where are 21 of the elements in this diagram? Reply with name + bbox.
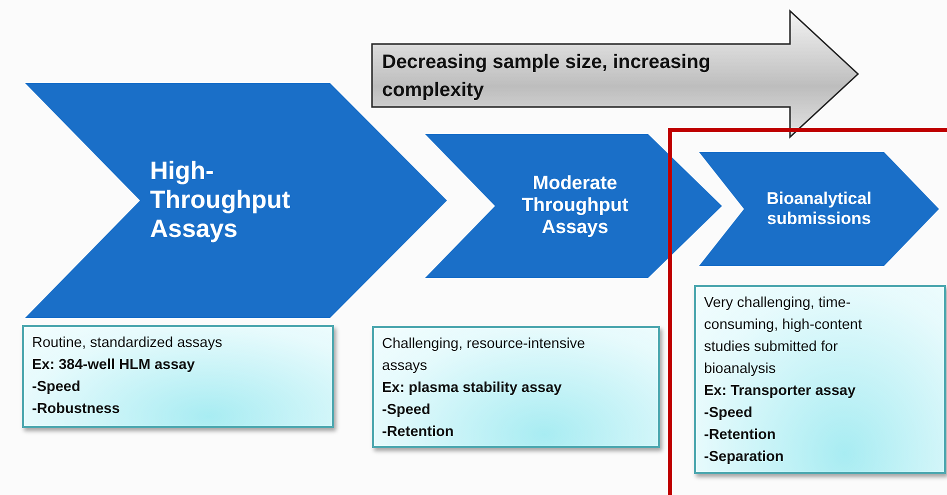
feature-text: -Speed [32, 378, 82, 397]
description-card [694, 285, 946, 474]
highlight-frame [668, 128, 947, 495]
description-text: Challenging, resource-intensive assays [382, 335, 586, 376]
feature-text: -Retention [704, 426, 777, 445]
arrow-label: Decreasing sample size, increasing complexity [382, 50, 712, 103]
description-text: Very challenging, time-consuming, high-content studies submitted for bioanalysis [704, 294, 863, 379]
feature-text: -Speed [382, 401, 432, 420]
stage-label: High-Throughput Assays [150, 157, 292, 244]
feature-text: -Robustness [32, 400, 121, 419]
feature-text: Ex: 384-well HLM assay [32, 356, 196, 375]
description-card [372, 326, 660, 448]
feature-text: -Speed [704, 404, 754, 423]
feature-text: -Retention [382, 423, 455, 442]
feature-text: -Separation [704, 448, 785, 467]
feature-text: Ex: plasma stability assay [382, 379, 563, 398]
feature-text: Ex: Transporter assay [704, 382, 857, 401]
stage-label: Bioanalytical submissions [766, 189, 872, 229]
description-card [22, 325, 334, 428]
stage-label: Moderate Throughput Assays [520, 173, 630, 239]
description-text: Routine, standardized assays [32, 334, 224, 353]
